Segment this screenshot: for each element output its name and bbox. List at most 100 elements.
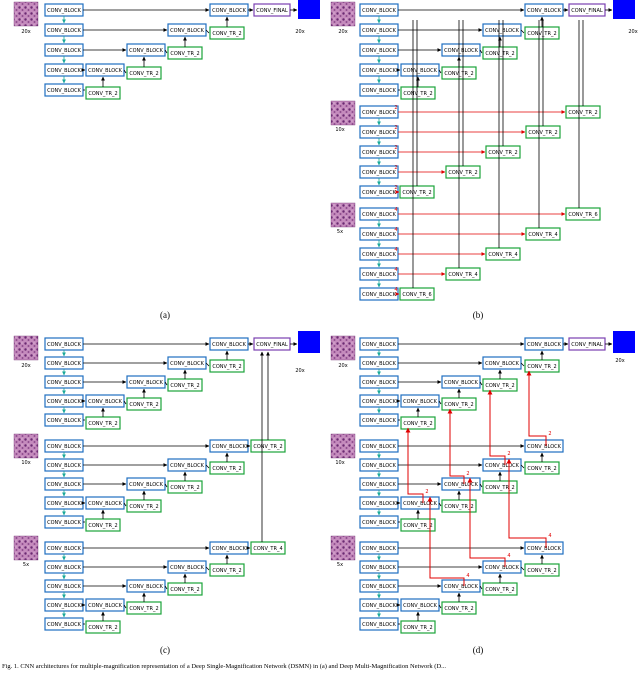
c5-up-label: CONV_TR_4 — [253, 546, 282, 552]
d5-tr-1-label: CONV_TR_2 — [485, 587, 514, 593]
d5-t1 — [479, 585, 483, 590]
c-tr-0-label: CONV_TR_2 — [212, 364, 241, 370]
c10-dec-3-label: CONV_BLOCK — [88, 501, 123, 507]
a-enc-0-label: CONV_BLOCK — [47, 8, 82, 14]
d5-enc-0-label: CONV_BLOCK — [362, 546, 397, 552]
b5-scale-0: 4 — [394, 207, 397, 213]
d5-t2 — [438, 604, 442, 609]
b10-tr-1-label: CONV_TR_2 — [528, 130, 557, 136]
c10-dec-1-label: CONV_BLOCK — [170, 463, 205, 469]
d-tr-3-label: CONV_TR_2 — [403, 421, 432, 427]
c-mag-10x: 10x — [21, 460, 30, 466]
a-tr-1-label: CONV_TR_2 — [170, 51, 199, 57]
c-t1 — [164, 381, 168, 386]
b5-enc-2-label: CONV_BLOCK — [362, 252, 397, 258]
d10-enc-1-label: CONV_BLOCK — [362, 463, 397, 469]
d-tr-0-label: CONV_TR_2 — [527, 364, 556, 370]
b5-enc-3-label: CONV_BLOCK — [362, 272, 397, 278]
d-final-label: CONV_FINAL — [571, 342, 603, 348]
d5-dec-2-label: CONV_BLOCK — [444, 584, 479, 590]
b-input-20x — [330, 1, 356, 27]
c5-enc-4-label: CONV_BLOCK — [47, 622, 82, 628]
a-t0 — [205, 29, 210, 34]
c10-enc-1-label: CONV_BLOCK — [47, 463, 82, 469]
c5-tr-0-label: CONV_TR_2 — [212, 568, 241, 574]
c10-up-label: CONV_TR_2 — [253, 444, 282, 450]
a-dec-2-label: CONV_BLOCK — [129, 48, 164, 54]
d10-tr-3-label: CONV_TR_2 — [403, 523, 432, 529]
b10-enc-3-label: CONV_BLOCK — [362, 170, 397, 176]
d10-tr-1-label: CONV_TR_2 — [485, 485, 514, 491]
b5-enc-4-label: CONV_BLOCK — [362, 292, 397, 298]
c10-tr-1-label: CONV_TR_2 — [170, 485, 199, 491]
b5-tr-3-label: CONV_TR_4 — [448, 272, 477, 278]
b-tr-3-label: CONV_TR_2 — [403, 91, 432, 97]
b-dec-0-label: CONV_BLOCK — [527, 8, 562, 14]
d10-t2 — [438, 502, 442, 507]
d-enc-4-label: CONV_BLOCK — [362, 418, 397, 424]
d10-enc-2-label: CONV_BLOCK — [362, 482, 397, 488]
c10-enc-4-label: CONV_BLOCK — [47, 520, 82, 526]
c5-enc-3-label: CONV_BLOCK — [47, 603, 82, 609]
c10-tr-3-label: CONV_TR_2 — [88, 523, 117, 529]
d-input-5x — [330, 535, 356, 561]
d10-dec-0 — [524, 439, 564, 453]
b5-enc-1-label: CONV_BLOCK — [362, 232, 397, 238]
b5-tr-0-label: CONV_TR_6 — [568, 212, 597, 218]
d-merge-scale-5: 4 — [507, 553, 510, 559]
b-enc-1-label: CONV_BLOCK — [362, 28, 397, 34]
c-output — [298, 331, 320, 353]
b10-enc-0-label: CONV_BLOCK — [362, 110, 397, 116]
d10-dec-3-label: CONV_BLOCK — [403, 501, 438, 507]
b-dec-2-label: CONV_BLOCK — [444, 48, 479, 54]
a-output — [298, 0, 320, 19]
c10-t0 — [205, 464, 210, 469]
c10-t1 — [164, 483, 168, 488]
c-dec-3-label: CONV_BLOCK — [88, 399, 123, 405]
b10-enc-1-label: CONV_BLOCK — [362, 130, 397, 136]
d5-enc-3-label: CONV_BLOCK — [362, 603, 397, 609]
b5-scale-4: 4 — [394, 287, 397, 293]
b10-tr-0-label: CONV_TR_2 — [568, 110, 597, 116]
d5-dec-3-label: CONV_BLOCK — [403, 603, 438, 609]
d-enc-2-label: CONV_BLOCK — [362, 380, 397, 386]
c-dec-0-label: CONV_BLOCK — [212, 342, 247, 348]
c10-dec-0-label: CONV_BLOCK — [212, 444, 247, 450]
b10-scale-3: 2 — [394, 165, 397, 171]
b-tr-1-label: CONV_TR_2 — [485, 51, 514, 57]
b10-scale-1: 2 — [394, 125, 397, 131]
b5-enc-0-label: CONV_BLOCK — [362, 212, 397, 218]
a-mag-20x: 20x — [21, 29, 30, 35]
d-merge-scale-4: 4 — [548, 533, 551, 539]
d10-tr-2-label: CONV_TR_2 — [444, 504, 473, 510]
figure-caption: Fig. 1. CNN architectures for multiple-m… — [2, 663, 446, 670]
d5-tr-2-label: CONV_TR_2 — [444, 606, 473, 612]
a-dec-1-label: CONV_BLOCK — [170, 28, 205, 34]
c10-tr-0-label: CONV_TR_2 — [212, 466, 241, 472]
c-enc-1-label: CONV_BLOCK — [47, 361, 82, 367]
b5-tr-2-label: CONV_TR_4 — [488, 252, 517, 258]
d10-tr-0-label: CONV_TR_2 — [527, 466, 556, 472]
b5-tr-3 — [445, 267, 481, 281]
d-input-10x — [330, 433, 356, 459]
c-enc-0-label: CONV_BLOCK — [47, 342, 82, 348]
d-mag-5x: 5x — [337, 562, 343, 568]
b10-tr-3-label: CONV_TR_2 — [448, 170, 477, 176]
a-out-mag: 20x — [295, 29, 304, 35]
b-mag-20x: 20x — [338, 29, 347, 35]
d5-enc-4-label: CONV_BLOCK — [362, 622, 397, 628]
b10-scale-2: 2 — [394, 145, 397, 151]
a-input-20x — [13, 1, 39, 27]
d10-t1 — [479, 483, 483, 488]
b-t0 — [520, 29, 525, 34]
a-enc-4-label: CONV_BLOCK — [47, 88, 82, 94]
d5-t0 — [520, 566, 525, 571]
c10-dec-2-label: CONV_BLOCK — [129, 482, 164, 488]
c5-enc-1-label: CONV_BLOCK — [47, 565, 82, 571]
b-enc-2-label: CONV_BLOCK — [362, 48, 397, 54]
b-input-5x — [330, 202, 356, 228]
b-output — [613, 0, 635, 19]
d-t0 — [520, 362, 525, 367]
d-merge-scale-0: 2 — [548, 431, 551, 437]
d-merge-0 — [526, 370, 547, 446]
